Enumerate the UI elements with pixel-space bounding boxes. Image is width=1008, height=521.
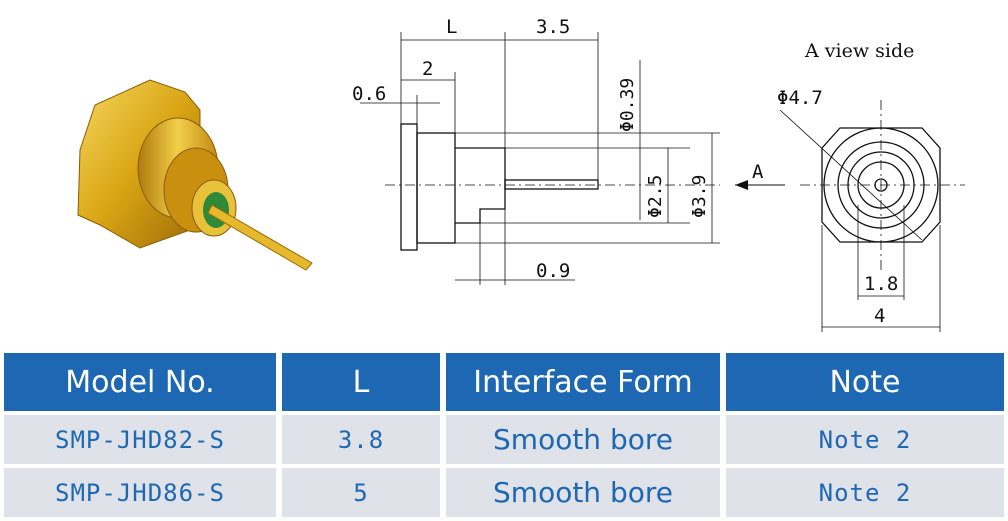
header-model-no: Model No. — [4, 353, 276, 411]
dim-phi-4-7: Φ4.7 — [777, 87, 823, 109]
spec-table: Model No. L Interface Form Note SMP-JHD8… — [0, 349, 1008, 521]
header-L: L — [282, 353, 440, 411]
dim-0-9: 0.9 — [536, 260, 570, 282]
connector-3d-image — [77, 79, 313, 271]
technical-drawing: A view side L 3.5 2 0.6 0.9 Φ0.39 Φ2.5 Φ… — [77, 16, 965, 332]
row2-model: SMP-JHD86-S — [4, 468, 276, 517]
header-note: Note — [726, 353, 1004, 411]
drawing-canvas: A view side L 3.5 2 0.6 0.9 Φ0.39 Φ2.5 Φ… — [77, 16, 965, 332]
row1-interface: Smooth bore — [446, 415, 720, 464]
row2-L: 5 — [282, 468, 440, 517]
row1-model: SMP-JHD82-S — [4, 415, 276, 464]
dim-3-5: 3.5 — [536, 16, 570, 38]
dim-phi-3-9: Φ3.9 — [689, 175, 710, 218]
dim-phi-2-5: Φ2.5 — [645, 175, 666, 218]
dim-4: 4 — [874, 305, 885, 327]
dim-1-8: 1.8 — [864, 273, 898, 295]
header-interface-form: Interface Form — [446, 353, 720, 411]
dim-phi-0-39: Φ0.39 — [617, 78, 638, 132]
view-arrow-icon — [735, 180, 748, 190]
dim-L: L — [446, 16, 457, 38]
row2-note: Note 2 — [726, 468, 1004, 517]
view-label: A view side — [804, 40, 914, 62]
dim-2: 2 — [422, 58, 433, 80]
arrow-label-A: A — [752, 161, 764, 183]
row1-note: Note 2 — [726, 415, 1004, 464]
row1-L: 3.8 — [282, 415, 440, 464]
end-view-drawing — [779, 100, 965, 332]
row2-interface: Smooth bore — [446, 468, 720, 517]
side-view-drawing — [360, 32, 785, 285]
dim-0-6: 0.6 — [352, 83, 386, 105]
